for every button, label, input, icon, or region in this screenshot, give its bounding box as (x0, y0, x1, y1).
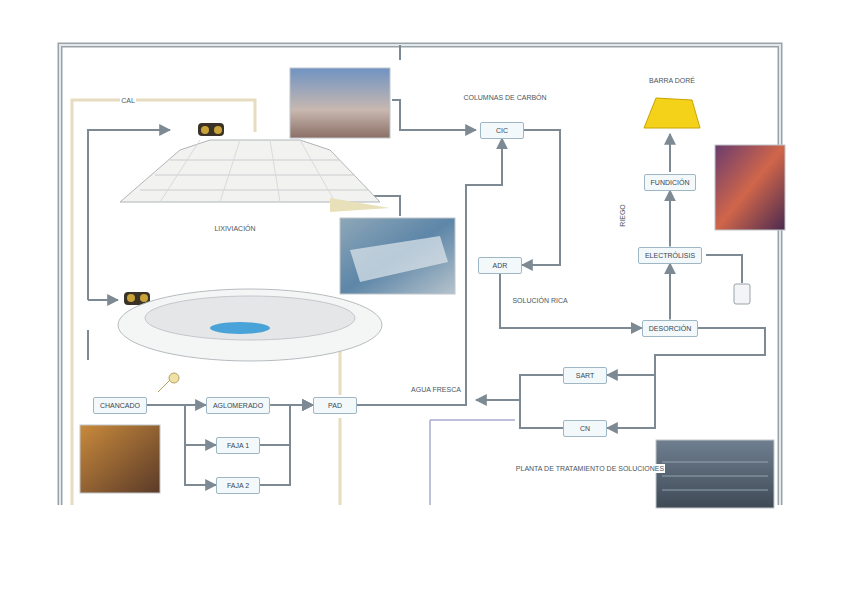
annotation-label: COLUMNAS DE CARBÓN (462, 93, 547, 102)
process-box: SART (563, 367, 607, 384)
box-label: CHANCADO (100, 401, 140, 410)
box-label: DESORCIÓN (649, 324, 691, 333)
box-label: CIC (487, 126, 517, 135)
frame-line (60, 45, 780, 505)
reagent-symbol (169, 373, 179, 383)
process-box: CIC (480, 122, 524, 139)
annotation-label: SOLUCIÓN RICA (511, 296, 568, 305)
box-label: ADR (485, 261, 515, 270)
process-box: CN (563, 420, 607, 437)
pond-photo (340, 218, 455, 294)
process-box: CHANCADO (93, 397, 147, 414)
box-label: ELECTRÓLISIS (645, 251, 695, 260)
process-box: DESORCIÓN (642, 320, 698, 337)
solution-pond (118, 289, 382, 361)
flow-connector (522, 130, 560, 265)
flow-line (476, 399, 520, 401)
process-box: FAJA 1 (216, 437, 260, 454)
box-label: CN (570, 424, 600, 433)
return-line (88, 130, 170, 300)
process-box: AGLOMERADO (206, 397, 270, 414)
dore-bar (644, 98, 700, 128)
pond-water (210, 322, 270, 334)
process-box: PAD (313, 397, 357, 414)
sprinkler-icon (198, 123, 224, 136)
smelting-photo (715, 145, 785, 230)
process-box: ADR (478, 257, 522, 274)
annotation-label: CAL (120, 96, 136, 105)
return-line (88, 299, 118, 301)
plant-photo (662, 462, 768, 490)
frame-line (60, 45, 780, 505)
annotation-label: AGUA FRESCA (410, 385, 462, 394)
flow-connector (260, 405, 313, 485)
box-label: FUNDICIÓN (651, 178, 690, 187)
annotation-label: PLANTA DE TRATAMIENTO DE SOLUCIONES (515, 464, 665, 473)
heap-lift (160, 140, 335, 202)
flow-line (706, 255, 742, 283)
process-box: ELECTRÓLISIS (638, 247, 702, 264)
box-label: AGLOMERADO (213, 401, 263, 410)
annotation-label: RIEGO (618, 203, 627, 228)
leach-heap (120, 140, 380, 202)
flow-connector (607, 328, 765, 428)
flow-line (392, 100, 476, 130)
solution-pond (145, 296, 355, 340)
flow-connector (669, 191, 671, 247)
box-label: SART (570, 371, 600, 380)
process-box: FAJA 2 (216, 477, 260, 494)
flow-connector (500, 274, 642, 329)
heap-lift (140, 160, 368, 190)
crusher-photo (80, 425, 160, 493)
water-line (430, 420, 515, 505)
reagent-line (158, 380, 170, 392)
flow-connector (147, 405, 216, 485)
pond-photo (350, 236, 448, 282)
box-label: FAJA 1 (223, 441, 253, 450)
heap-shadow (330, 198, 390, 212)
site-photo (290, 68, 390, 138)
box-label: FAJA 2 (223, 481, 253, 490)
annotation-label: BARRA DORÉ (648, 76, 696, 85)
flow-line (520, 375, 563, 428)
process-box: FUNDICIÓN (644, 174, 697, 191)
retort-symbol (734, 284, 750, 304)
annotation-label: LIXIVIACIÓN (213, 224, 256, 233)
return-line (87, 330, 89, 360)
flow-connector (669, 264, 671, 320)
box-label: PAD (320, 401, 350, 410)
plant-photo (656, 440, 774, 508)
flow-line (399, 45, 401, 60)
flow-line (669, 134, 671, 172)
